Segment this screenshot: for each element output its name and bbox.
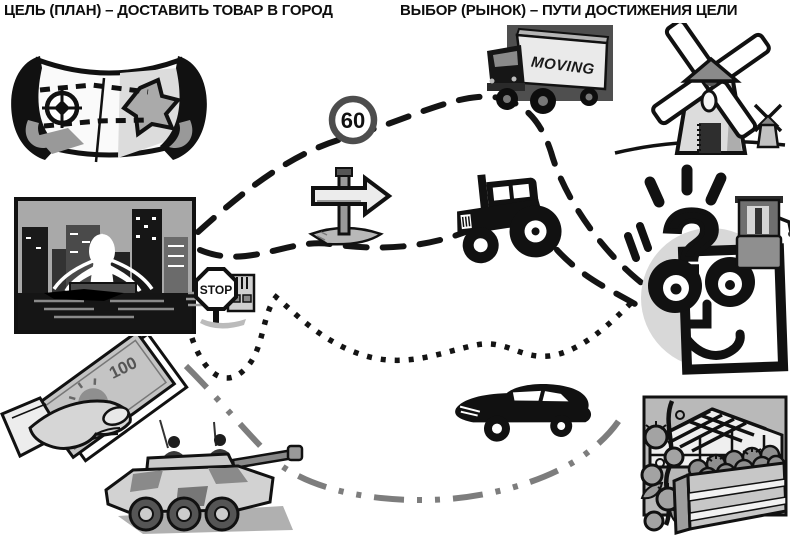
header-choice-market: ВЫБОР (РЫНОК) – ПУТИ ДОСТИЖЕНИЯ ЦЕЛИ — [400, 2, 738, 19]
fountain — [52, 233, 154, 296]
crate — [672, 461, 788, 535]
stop-sign-text: STOP — [200, 283, 232, 297]
signpost — [308, 167, 393, 246]
windmill — [614, 23, 786, 155]
face-eyes — [648, 257, 755, 313]
map-roll-right — [160, 56, 207, 160]
tank — [104, 419, 304, 534]
header-goal-plan: ЦЕЛЬ (ПЛАН) – ДОСТАВИТЬ ТОВАР В ГОРОД — [4, 2, 333, 19]
truck-wheels — [496, 88, 598, 114]
arrow-sign — [311, 174, 393, 218]
route-dashed-upper — [195, 93, 646, 287]
hand-with-banknote: 100 — [0, 336, 189, 463]
windmill-blades — [651, 23, 771, 139]
moving-truck: MOVING — [487, 25, 613, 114]
stop-octagon — [194, 267, 238, 311]
compass-icon — [42, 88, 82, 128]
route-dotted — [189, 293, 639, 381]
puzzled-face: ? — [624, 164, 790, 375]
route-dash-dot — [183, 363, 623, 504]
treasure-map — [11, 56, 207, 163]
tractor — [457, 174, 562, 264]
face-mouth — [681, 299, 745, 360]
car — [455, 383, 592, 442]
city-photo — [14, 197, 196, 334]
water-well-icon — [735, 196, 790, 270]
speed-limit-sign: 60 — [328, 95, 378, 145]
speed-limit-value: 60 — [341, 108, 365, 133]
greenhouse — [640, 395, 788, 535]
stop-sign: STOP — [186, 267, 256, 329]
small-windmill — [753, 103, 783, 149]
route-dashed-middle — [197, 221, 643, 310]
tank-wheels — [128, 496, 240, 532]
